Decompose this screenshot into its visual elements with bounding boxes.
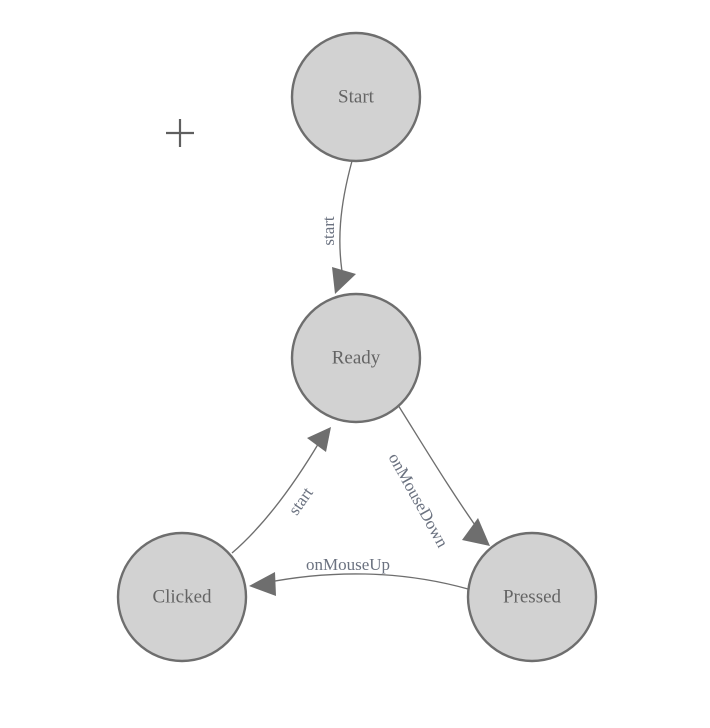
edge-start-to-ready[interactable]: start [319,160,356,294]
edge-pressed-to-clicked[interactable]: onMouseUp [249,555,469,596]
node-label-start: Start [338,86,375,107]
arrowhead-clicked-to-ready [307,427,331,452]
edge-ready-to-pressed[interactable]: onMouseDown [385,404,490,551]
node-clicked[interactable]: Clicked [116,531,248,663]
node-label-ready: Ready [332,347,381,368]
node-pressed[interactable]: Pressed [466,531,598,663]
edge-clicked-to-ready[interactable]: start [231,427,331,554]
node-ready[interactable]: Ready [290,292,422,424]
node-circle-pressed[interactable] [466,531,598,663]
crosshair-icon [166,119,194,147]
edge-path-start-to-ready[interactable] [339,160,353,284]
edge-path-clicked-to-ready[interactable] [231,440,321,554]
edge-path-ready-to-pressed[interactable] [397,404,483,536]
edge-path-pressed-to-clicked[interactable] [263,573,469,590]
node-circle-ready[interactable] [290,292,422,424]
edge-label-start-to-ready: start [319,216,338,246]
node-label-pressed: Pressed [503,586,562,607]
node-circle-clicked[interactable] [116,531,248,663]
node-start[interactable]: Start [290,31,422,163]
node-circle-start[interactable] [290,31,422,163]
edge-label-ready-to-pressed: onMouseDown [385,450,453,551]
edge-label-pressed-to-clicked: onMouseUp [306,555,390,574]
arrowhead-ready-to-pressed [462,518,490,546]
arrowhead-start-to-ready [332,267,356,294]
arrowhead-pressed-to-clicked [249,572,276,596]
node-label-clicked: Clicked [152,586,212,607]
